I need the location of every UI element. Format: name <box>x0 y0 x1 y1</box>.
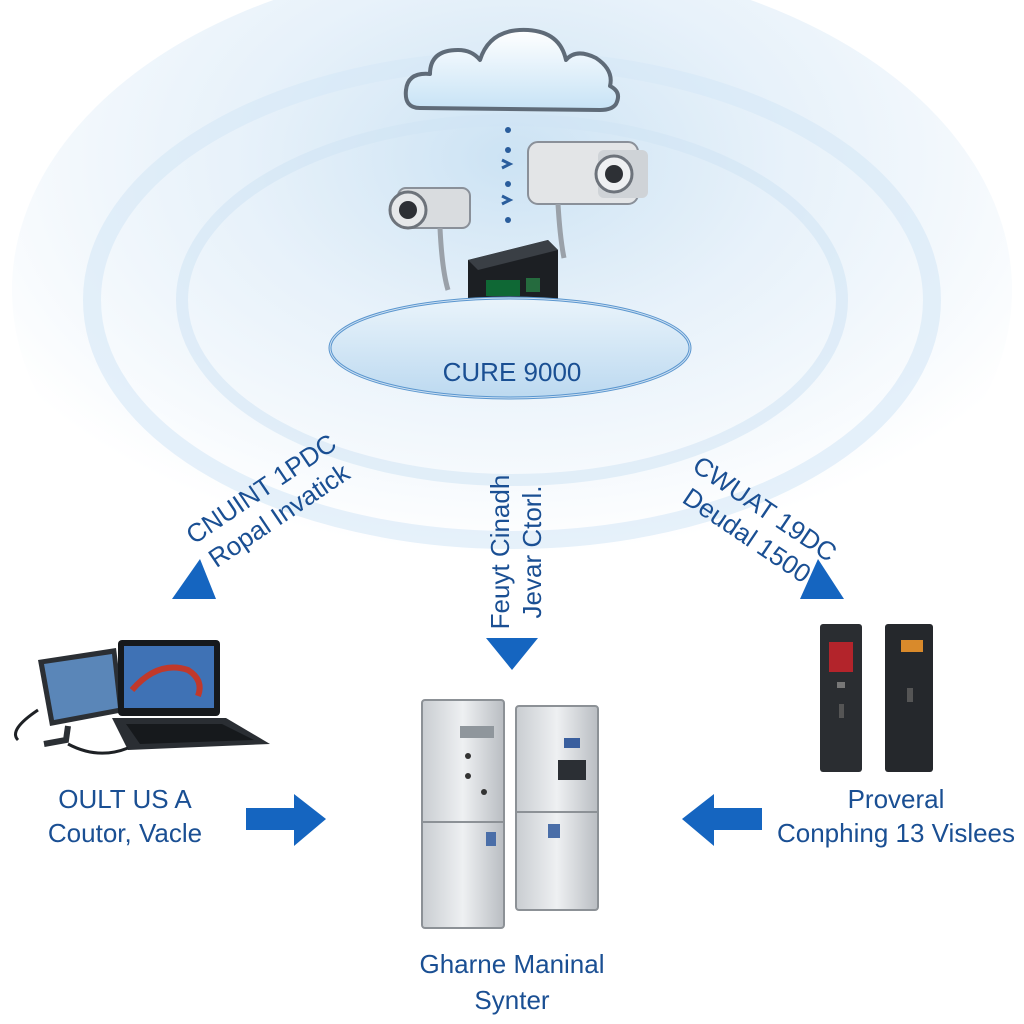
monitor-icon <box>14 648 124 747</box>
cctv-camera-icon <box>527 141 648 259</box>
hub-label: CURE 9000 <box>442 357 582 387</box>
node-left-line2: Coutor, Vacle <box>47 818 203 848</box>
node-center-line1: Gharne Maninal <box>419 949 605 979</box>
terminals-illustration <box>820 624 933 772</box>
node-center-label: Gharne Maninal Synter <box>390 946 634 1018</box>
workstation-illustration <box>14 640 270 755</box>
node-right-line1: Proveral <box>847 784 945 814</box>
hub-disc <box>328 296 692 400</box>
cctv-camera-icon <box>388 187 471 291</box>
arrow-down-icon <box>486 638 538 670</box>
branch-center-label: Feuyt Cinadh Jevar Ctorl. <box>484 442 548 662</box>
link-dots <box>488 120 528 240</box>
branch-center-line2: Jevar Ctorl. <box>517 485 547 619</box>
node-right-label: Proveral Conphing 13 Vislees <box>770 782 1022 850</box>
arrow-down-icon <box>800 559 844 599</box>
node-center-line2: Synter <box>474 985 550 1015</box>
link-dots-icon <box>501 127 514 223</box>
branch-center-line1: Feuyt Cinadh <box>485 474 515 630</box>
node-left-line1: OULT US A <box>58 784 192 814</box>
arrow-down-icon <box>172 559 216 599</box>
node-left-label: OULT US A Coutor, Vacle <box>20 782 230 850</box>
laptop-icon <box>67 640 270 755</box>
cabinet-icon <box>515 705 599 911</box>
terminal-icon <box>820 624 862 772</box>
arrow-left-icon <box>682 794 762 846</box>
terminal-icon <box>885 624 933 772</box>
cabinet-icon <box>421 699 505 929</box>
cloud-icon <box>403 27 620 112</box>
node-right-line2: Conphing 13 Vislees <box>776 818 1016 848</box>
cabinets-illustration <box>421 699 599 929</box>
arrow-right-icon <box>246 794 326 846</box>
